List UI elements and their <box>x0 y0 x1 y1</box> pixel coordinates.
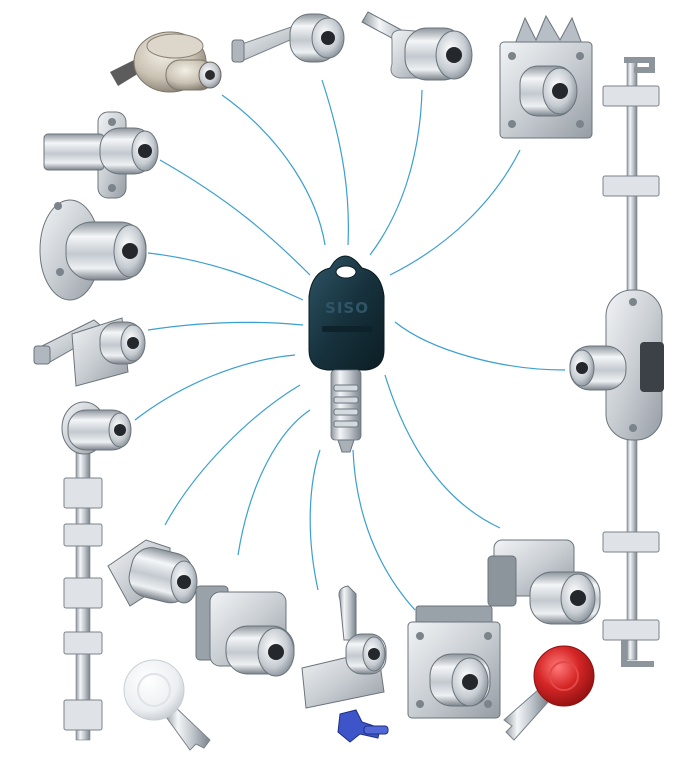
red-key <box>503 645 595 741</box>
connector-line <box>134 354 296 421</box>
connector-line <box>352 449 416 611</box>
key-head <box>308 255 385 371</box>
connector-line <box>309 449 321 591</box>
connector-line <box>221 94 326 246</box>
connector-line <box>147 252 304 301</box>
espagnolette-rod-lock-left <box>61 401 132 741</box>
plate-cam-lock <box>33 317 146 387</box>
key-head-slot <box>322 326 372 332</box>
connector-line <box>369 89 423 256</box>
connector-line <box>159 159 311 276</box>
knob-cam-lock <box>110 31 222 93</box>
white-key <box>123 659 211 751</box>
central-key: SISO <box>308 255 385 453</box>
key-shaft <box>330 369 362 441</box>
drawer-pedestal-lock <box>107 539 198 607</box>
glass-door-lock-left <box>195 585 295 677</box>
espagnolette-rod-lock-right <box>569 57 664 667</box>
brand-logo: SISO <box>325 299 369 317</box>
connector-line <box>164 384 301 526</box>
square-hook-lock <box>499 14 593 139</box>
square-drawer-lock <box>407 605 501 719</box>
connector-line <box>389 149 521 276</box>
connector-line <box>147 321 304 331</box>
connector-line <box>237 409 311 556</box>
glass-door-lock-right <box>487 539 601 625</box>
cam-lock-long-arm <box>231 13 345 63</box>
pin-cam-lock <box>361 11 473 81</box>
connector-line <box>321 79 349 246</box>
cam-lock-bent-arm <box>301 585 387 709</box>
key-ring-hole <box>335 265 357 279</box>
blue-plastic-key <box>337 709 389 743</box>
connector-line <box>384 374 501 529</box>
connector-lines <box>134 79 566 611</box>
connector-line <box>394 321 566 371</box>
flange-cylinder-lock <box>43 111 159 199</box>
round-rim-lock <box>39 199 147 301</box>
